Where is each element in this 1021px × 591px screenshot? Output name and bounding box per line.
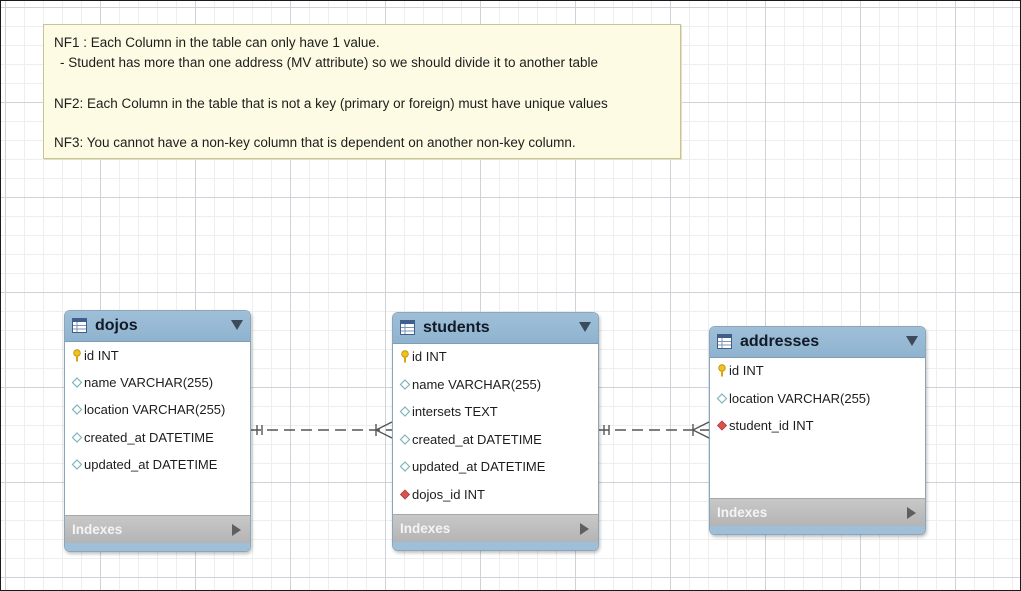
table-footer <box>710 526 925 534</box>
column-diamond-icon <box>399 406 411 417</box>
table-addresses[interactable]: addresses id INT location VARCHAR(255) s… <box>709 326 926 535</box>
column-diamond-icon <box>71 459 83 470</box>
column-label: name VARCHAR(255) <box>84 375 214 390</box>
column-label: id INT <box>729 363 764 378</box>
column-label: location VARCHAR(255) <box>729 391 871 406</box>
indexes-section[interactable]: Indexes <box>710 498 925 526</box>
relationship-dojos-students[interactable] <box>250 421 393 439</box>
table-header[interactable]: addresses <box>710 327 925 358</box>
indexes-label: Indexes <box>400 521 451 536</box>
table-dojos[interactable]: dojos id INT name VARCHAR(255) location … <box>64 310 251 552</box>
table-students[interactable]: students id INT name VARCHAR(255) inters… <box>392 312 599 551</box>
normalization-note[interactable]: NF1 : Each Column in the table can only … <box>43 24 681 159</box>
note-line-nf3: NF3: You cannot have a non-key column th… <box>54 135 576 150</box>
column-label: updated_at DATETIME <box>84 457 218 472</box>
table-footer <box>65 543 250 551</box>
table-name: addresses <box>740 333 820 350</box>
indexes-label: Indexes <box>72 522 123 537</box>
column-diamond-icon <box>399 461 411 472</box>
column-label: location VARCHAR(255) <box>84 402 226 417</box>
chevron-down-icon[interactable] <box>579 322 591 332</box>
table-name: students <box>423 319 490 336</box>
chevron-down-icon[interactable] <box>231 320 243 330</box>
column-label: intersets TEXT <box>412 404 498 419</box>
table-icon <box>72 318 87 333</box>
table-header[interactable]: students <box>393 313 598 344</box>
indexes-section[interactable]: Indexes <box>65 515 250 543</box>
foreign-key-icon <box>716 420 728 431</box>
column-diamond-icon <box>716 393 728 404</box>
column-label: student_id INT <box>729 418 814 433</box>
foreign-key-icon <box>399 489 411 500</box>
table-name: dojos <box>95 317 138 334</box>
table-icon <box>717 334 732 349</box>
relationship-students-addresses[interactable] <box>598 421 710 439</box>
note-line-nf1: NF1 : Each Column in the table can only … <box>54 35 380 50</box>
indexes-label: Indexes <box>717 505 768 520</box>
indexes-section[interactable]: Indexes <box>393 514 598 542</box>
column-label: created_at DATETIME <box>84 430 214 445</box>
expand-arrow-icon[interactable] <box>580 523 589 535</box>
expand-arrow-icon[interactable] <box>907 507 916 519</box>
column-diamond-icon <box>399 379 411 390</box>
column-diamond-icon <box>71 377 83 388</box>
primary-key-icon <box>718 364 726 377</box>
primary-key-icon <box>401 350 409 363</box>
column-diamond-icon <box>71 432 83 443</box>
column-label: name VARCHAR(255) <box>412 377 542 392</box>
column-label: id INT <box>412 349 447 364</box>
note-line-nf1-detail: - Student has more than one address (MV … <box>60 55 599 70</box>
column-label: updated_at DATETIME <box>412 459 546 474</box>
column-diamond-icon <box>71 404 83 415</box>
table-header[interactable]: dojos <box>65 311 250 342</box>
column-label: dojos_id INT <box>412 487 485 502</box>
column-label: created_at DATETIME <box>412 432 542 447</box>
expand-arrow-icon[interactable] <box>232 524 241 536</box>
column-label: id INT <box>84 348 119 363</box>
primary-key-icon <box>73 349 81 362</box>
table-footer <box>393 542 598 550</box>
column-diamond-icon <box>399 434 411 445</box>
chevron-down-icon[interactable] <box>906 336 918 346</box>
table-icon <box>400 320 415 335</box>
note-line-nf2: NF2: Each Column in the table that is no… <box>54 96 608 111</box>
